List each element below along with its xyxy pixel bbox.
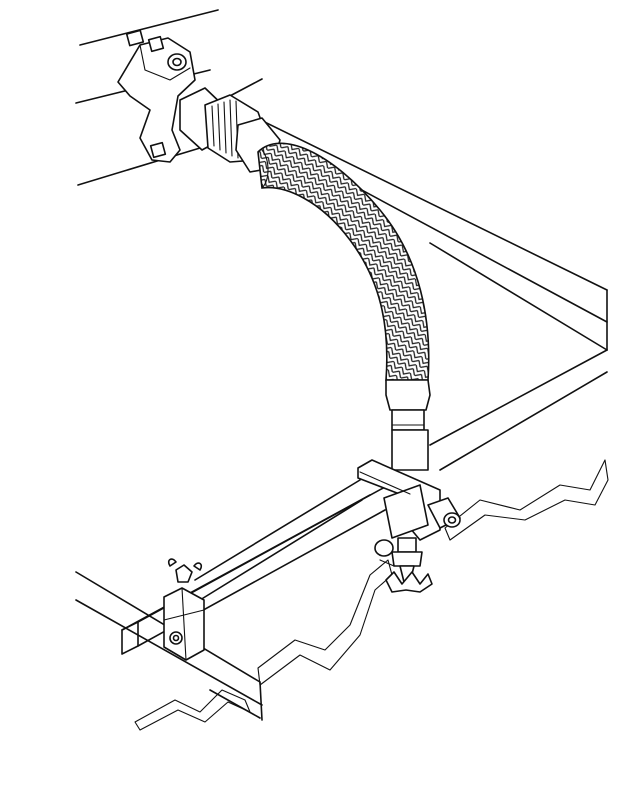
reducer-fitting [385, 379, 431, 471]
wing-nut-clip [163, 558, 205, 661]
support-bracket [357, 459, 461, 541]
sprinkler-head [374, 537, 433, 593]
ceiling-tile-cut-edge [134, 459, 609, 731]
pipe-clamp [117, 29, 196, 163]
braided-flexible-hose [257, 142, 430, 381]
